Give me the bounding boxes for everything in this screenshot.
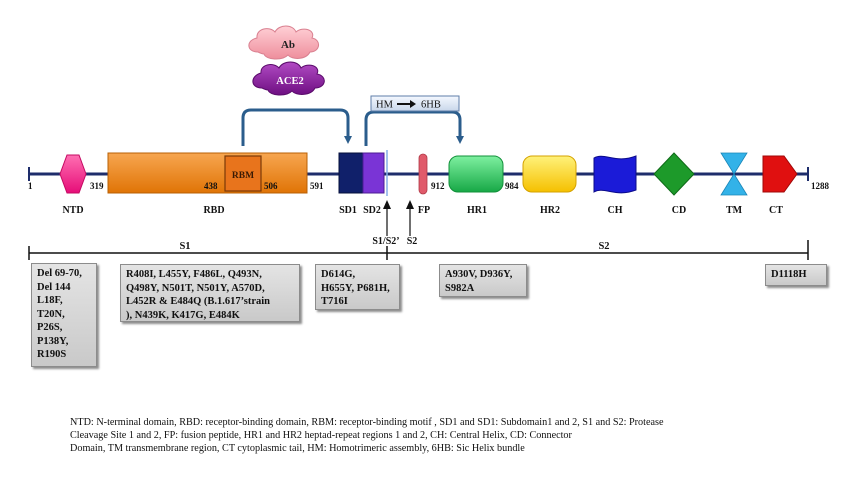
position-591: 591 bbox=[310, 181, 324, 191]
sd2-block bbox=[362, 152, 385, 194]
position-1288: 1288 bbox=[811, 181, 830, 191]
mutation-line: Q498Y, N501T, N501Y, A570D, bbox=[126, 282, 265, 294]
mutation-line: L18F, bbox=[37, 295, 63, 306]
label-hr1: HR1 bbox=[467, 205, 487, 216]
label-fp: FP bbox=[418, 205, 430, 216]
mutation-line: P138Y, bbox=[37, 335, 69, 347]
label-cd: CD bbox=[672, 205, 686, 216]
mutation-line: R408I, L455Y, F486L, Q493N, bbox=[126, 269, 262, 280]
mutation-line: H655Y, P681H, bbox=[321, 282, 390, 294]
abbreviation-footnote: NTD: N-terminal domain, RBD: receptor-bi… bbox=[70, 416, 830, 456]
hr2-block bbox=[522, 155, 577, 193]
mutation-line: Del 69-70, bbox=[37, 268, 82, 279]
mutation-line: T20N, bbox=[37, 308, 65, 320]
s1s2-cleavage-arrow bbox=[383, 200, 391, 236]
label-ch: CH bbox=[608, 205, 623, 216]
label-ct: CT bbox=[769, 205, 783, 216]
label-subunit-s1: S1 bbox=[179, 241, 190, 252]
label-rbd: RBD bbox=[203, 205, 224, 216]
label-hr2: HR2 bbox=[540, 205, 560, 216]
mutation-line: R190S bbox=[37, 349, 67, 360]
s2-cleavage-arrow bbox=[406, 200, 414, 236]
mutation-box-ntd: Del 69-70, Del 144 L18F, T20N, P26S, P13… bbox=[31, 263, 97, 367]
footnote-line: Domain, TM transmembrane region, CT cyto… bbox=[70, 443, 525, 455]
hourglass-tm-icon bbox=[720, 152, 748, 196]
diamond-cd-icon bbox=[653, 152, 695, 196]
wave-ch-icon bbox=[593, 155, 637, 194]
assembly-label-hm: HM bbox=[376, 100, 394, 111]
label-sd1: SD1 bbox=[339, 205, 357, 216]
cloud-ab-icon bbox=[248, 25, 319, 60]
assembly-label-6hb: 6HB bbox=[421, 100, 441, 111]
mutation-line: T716I bbox=[321, 296, 348, 307]
mutation-box-rbd: R408I, L455Y, F486L, Q493N, Q498Y, N501T… bbox=[120, 264, 300, 322]
hr1-block bbox=[448, 155, 504, 193]
position-912: 912 bbox=[431, 181, 445, 191]
position-506: 506 bbox=[264, 181, 278, 191]
position-438: 438 bbox=[204, 181, 218, 191]
cloud-ace2-label: ACE2 bbox=[276, 76, 303, 87]
label-s2-cleavage: S2 bbox=[407, 236, 418, 247]
rbm-block bbox=[224, 155, 262, 192]
position-319: 319 bbox=[90, 181, 104, 191]
mutation-line: S982A bbox=[445, 282, 475, 294]
label-rbm: RBM bbox=[232, 171, 254, 181]
hexagon-ntd-icon bbox=[59, 154, 87, 194]
footnote-line: NTD: N-terminal domain, RBD: receptor-bi… bbox=[70, 417, 664, 428]
assembly-arrow bbox=[364, 110, 464, 146]
pentagon-ct-icon bbox=[762, 155, 798, 193]
label-sd2: SD2 bbox=[363, 205, 381, 216]
position-984: 984 bbox=[505, 181, 519, 191]
right-arrow-icon bbox=[397, 100, 416, 108]
binding-arrow bbox=[241, 108, 352, 146]
label-tm: TM bbox=[726, 205, 743, 216]
footnote-line: Cleavage Site 1 and 2, FP: fusion peptid… bbox=[70, 430, 572, 442]
mutation-box-hr: A930V, D936Y, S982A bbox=[439, 264, 527, 297]
mutation-line: D1118H bbox=[771, 269, 807, 280]
mutation-line: L452R & E484Q (B.1.617’strain bbox=[126, 296, 270, 307]
cloud-ab-label: Ab bbox=[281, 39, 295, 51]
mutation-box-ct: D1118H bbox=[765, 264, 827, 286]
mutation-line: ), N439K, K417G, E484K bbox=[126, 309, 240, 321]
label-ntd: NTD bbox=[62, 205, 83, 216]
mutation-line: Del 144 bbox=[37, 281, 71, 293]
label-subunit-s2: S2 bbox=[598, 241, 609, 252]
mutation-box-sd: D614G, H655Y, P681H, T716I bbox=[315, 264, 400, 310]
position-1: 1 bbox=[28, 181, 33, 191]
cloud-ace2-icon bbox=[252, 61, 325, 96]
label-s1s2-cleavage: S1/S2’ bbox=[372, 236, 399, 247]
mutation-line: P26S, bbox=[37, 322, 63, 333]
rbd-block bbox=[107, 152, 308, 194]
mutation-line: D614G, bbox=[321, 269, 356, 280]
mutation-line: A930V, D936Y, bbox=[445, 269, 513, 280]
fp-block bbox=[418, 153, 428, 195]
sd1-block bbox=[338, 152, 364, 194]
